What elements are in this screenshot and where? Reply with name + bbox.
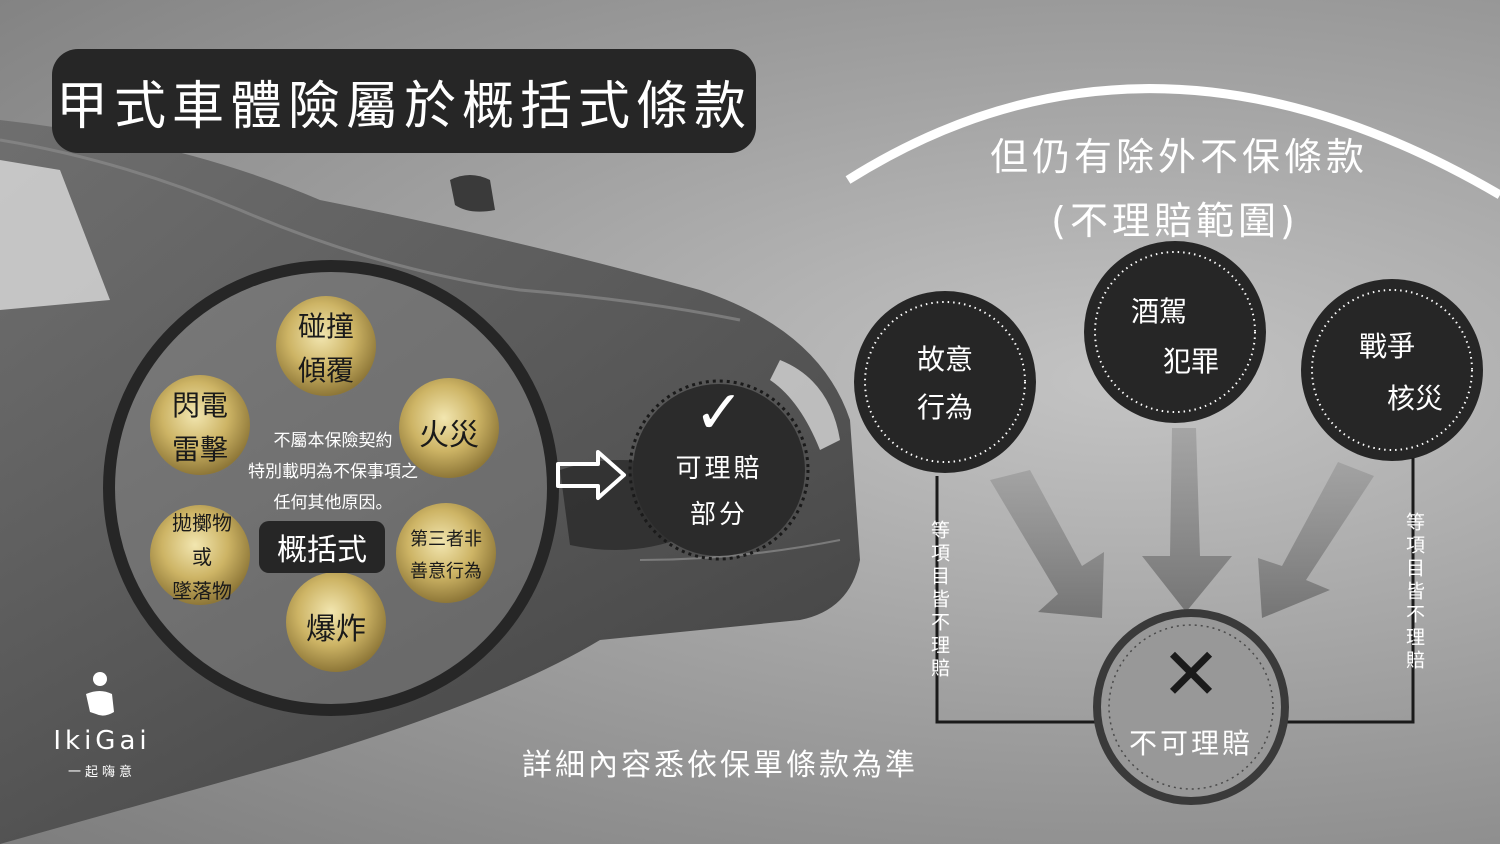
general-clause-badge: 概括式	[259, 521, 385, 573]
side-note-right: 等項目皆不理賠	[1401, 512, 1428, 673]
footer-note: 詳細內容悉依保單條款為準	[522, 740, 914, 784]
item-thrown-object-line3: 墜落物	[160, 574, 244, 608]
not-claimable-label: 不可理賠	[1116, 722, 1266, 762]
down-arrow-center	[1142, 428, 1232, 612]
item-explosion-label: 爆炸	[296, 604, 376, 648]
exclusion-circle-drunk-driving	[1084, 241, 1266, 423]
exclusion-drunk-line2: 犯罪	[1156, 340, 1226, 380]
center-note-line3: 任何其他原因。	[228, 488, 438, 519]
item-third-party-line2: 善意行為	[400, 556, 492, 588]
exclusion-drunk-line1: 酒駕	[1124, 290, 1194, 330]
item-collision-line2: 傾覆	[286, 349, 366, 393]
down-arrow-right	[1258, 462, 1374, 618]
exclusion-intentional-line2: 行為	[905, 384, 985, 432]
exclusion-intentional-line1: 故意	[905, 336, 985, 384]
center-note-line1: 不屬本保險契約	[228, 426, 438, 457]
exclusion-circle-war-nuclear	[1301, 279, 1483, 461]
brand-name: IkiGai	[44, 726, 160, 756]
exclusion-war-line2: 核災	[1380, 377, 1450, 417]
item-collision-line1: 碰撞	[286, 305, 366, 349]
center-note: 不屬本保險契約 特別載明為不保事項之 任何其他原因。	[228, 426, 438, 519]
item-collision-label: 碰撞 傾覆	[286, 305, 366, 393]
item-third-party-label: 第三者非 善意行為	[400, 524, 492, 588]
exclusion-intentional-label: 故意 行為	[905, 336, 985, 432]
center-note-line2: 特別載明為不保事項之	[228, 457, 438, 488]
claimable-line1: 可理賠	[659, 448, 779, 485]
exclusion-header-line2: (不理賠範圍)	[1040, 190, 1310, 245]
check-icon: ✓	[679, 378, 759, 448]
exclusion-war-line1: 戰爭	[1352, 325, 1422, 365]
claimable-line2: 部分	[669, 494, 769, 531]
down-arrow-left	[990, 470, 1104, 618]
cross-icon: ✕	[1141, 632, 1241, 716]
exclusion-header-line1: 但仍有除外不保條款	[990, 126, 1360, 181]
page-title: 甲式車體險屬於概括式條款	[52, 49, 756, 153]
item-lightning-line1: 閃電	[160, 384, 240, 428]
side-note-left: 等項目皆不理賠	[926, 520, 953, 681]
item-thrown-object-label: 拋擲物 或 墜落物	[160, 506, 244, 608]
item-third-party-line1: 第三者非	[400, 524, 492, 556]
item-thrown-object-line2: 或	[160, 540, 244, 574]
brand-subtitle: 一起嗨意	[56, 761, 148, 780]
